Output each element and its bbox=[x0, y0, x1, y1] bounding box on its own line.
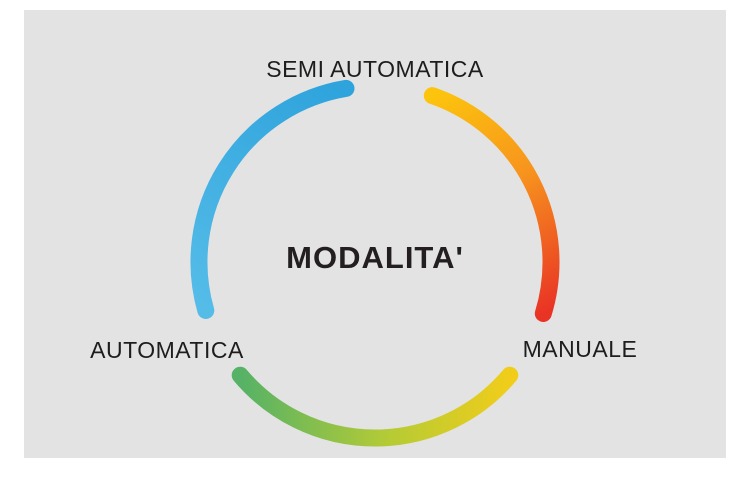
arc-blue-segment bbox=[190, 79, 355, 319]
diagram-background-panel bbox=[24, 10, 726, 458]
diagram-title: MODALITA' bbox=[286, 240, 464, 275]
label-manuale: MANUALE bbox=[522, 336, 638, 362]
label-automatica: AUTOMATICA bbox=[90, 337, 244, 363]
arc-orange-segment bbox=[423, 87, 560, 322]
arc-green-segment bbox=[231, 366, 519, 447]
label-semi-automatica: SEMI AUTOMATICA bbox=[266, 56, 484, 82]
